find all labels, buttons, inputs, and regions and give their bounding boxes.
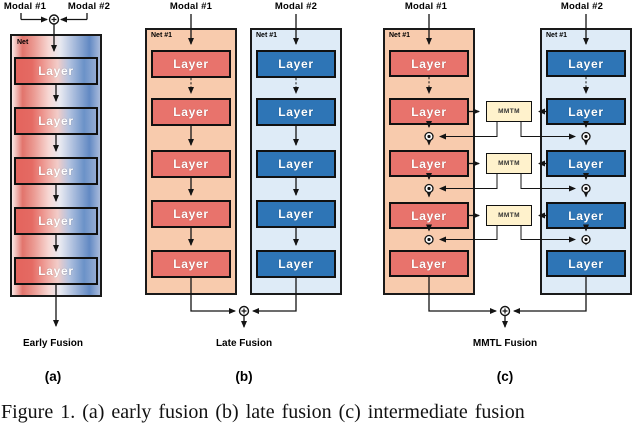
layer-box: Layer	[389, 150, 469, 177]
modal-1-label: Modal #1	[3, 1, 47, 12]
layer-box: Layer	[546, 50, 626, 77]
panel-letter: (a)	[44, 369, 62, 384]
net-name: Net #1	[256, 32, 278, 39]
layer-box: Layer	[151, 200, 231, 228]
layer-box: Layer	[256, 98, 336, 126]
layer-box: Layer	[389, 250, 469, 277]
layer-box: Layer	[151, 98, 231, 126]
layer-box: Layer	[151, 150, 231, 178]
fusion-type-label: MMTL Fusion	[472, 338, 538, 349]
layer-box: Layer	[14, 257, 98, 285]
net-name: Net #1	[546, 32, 568, 39]
layer-box: Layer	[389, 50, 469, 77]
mmtm-module: MMTM	[486, 205, 532, 226]
panel-letter: (c)	[496, 369, 514, 384]
layer-box: Layer	[546, 98, 626, 125]
layer-box: Layer	[14, 57, 98, 85]
modal-2-label: Modal #2	[560, 1, 604, 12]
layer-box: Layer	[256, 150, 336, 178]
layer-box: Layer	[389, 98, 469, 125]
modal-1-label: Modal #1	[404, 1, 448, 12]
modal-2-label: Modal #2	[274, 1, 318, 12]
layer-box: Layer	[389, 202, 469, 229]
layer-box: Layer	[256, 250, 336, 278]
modal-1-label: Modal #1	[169, 1, 213, 12]
layer-box: Layer	[151, 50, 231, 78]
mmtm-module: MMTM	[486, 153, 532, 174]
layer-box: Layer	[546, 202, 626, 229]
sum-operator-icon	[48, 14, 60, 25]
layer-box: Layer	[14, 157, 98, 185]
layer-box: Layer	[14, 207, 98, 235]
fusion-type-label: Late Fusion	[215, 338, 273, 349]
net-name: Net	[17, 39, 29, 46]
modal-2-label: Modal #2	[67, 1, 111, 12]
net-name: Net #1	[151, 32, 173, 39]
layer-box: Layer	[256, 200, 336, 228]
layer-box: Layer	[546, 250, 626, 277]
panel-letter: (b)	[235, 369, 253, 384]
figure-caption: Figure 1. (a) early fusion (b) late fusi…	[1, 401, 525, 423]
layer-box: Layer	[546, 150, 626, 177]
sum-operator-icon	[238, 305, 250, 317]
sum-operator-icon	[499, 305, 511, 317]
layer-box: Layer	[256, 50, 336, 78]
mmtm-module: MMTM	[486, 101, 532, 122]
layer-box: Layer	[14, 107, 98, 135]
layer-box: Layer	[151, 250, 231, 278]
net-name: Net #1	[389, 32, 411, 39]
fusion-type-label: Early Fusion	[22, 338, 83, 349]
